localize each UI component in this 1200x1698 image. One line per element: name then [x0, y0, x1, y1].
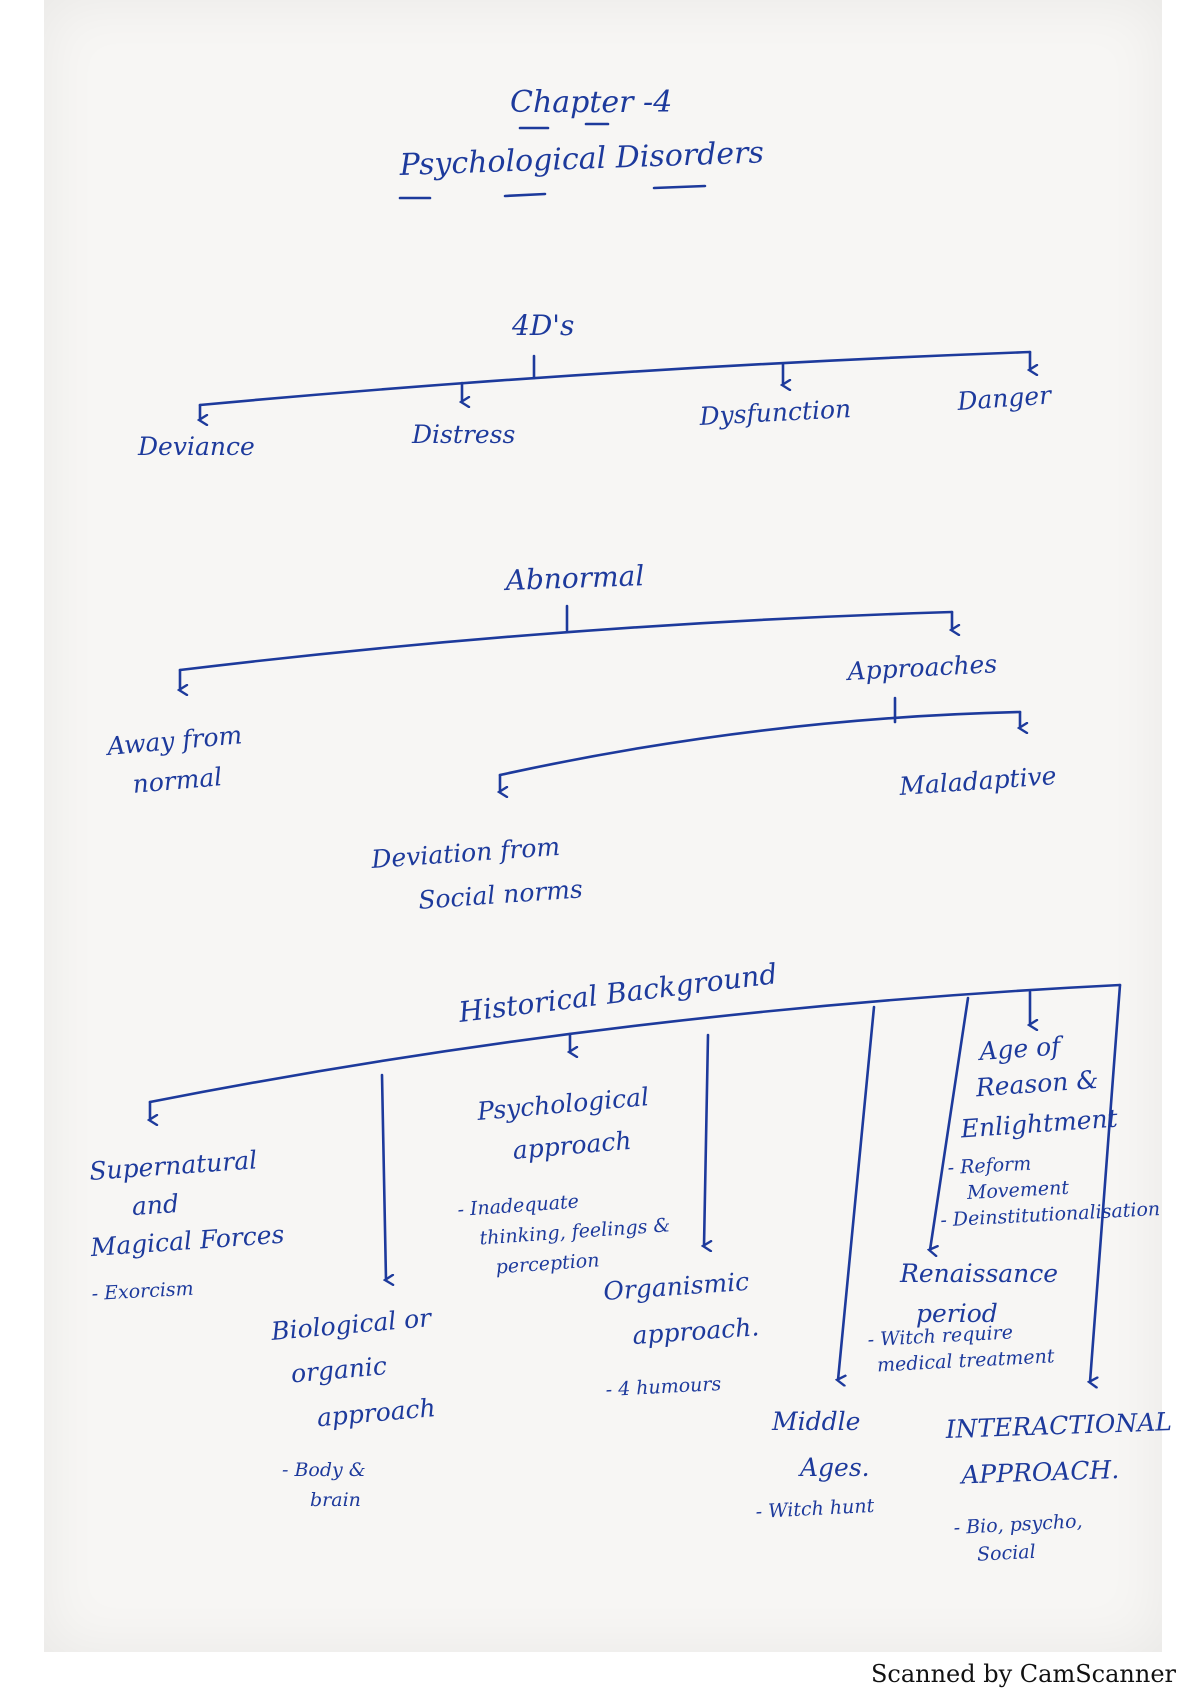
note-enlightenment: - Reform Movement - Deinstitutionalisati… — [937, 1146, 1160, 1231]
renaissance-arrow — [930, 996, 970, 1250]
title-underline — [398, 184, 707, 200]
node-danger: Danger — [955, 380, 1054, 416]
abnormal-connector — [178, 610, 954, 672]
node-renaissance: Renaissance period — [899, 1259, 1066, 1328]
node-interactional: INTERACTIONAL APPROACH. — [944, 1407, 1182, 1490]
note-biological: - Body & brain — [282, 1459, 372, 1511]
node-middle-ages: Middle Ages. — [771, 1407, 870, 1482]
four-ds-branch: 4D's Deviance Distress Dysfunction Dange… — [137, 309, 1054, 461]
biological-arrow — [380, 1073, 386, 1280]
node-supernatural: Supernatural and Magical Forces — [83, 1144, 285, 1262]
note-middle-ages: - Witch hunt — [755, 1495, 875, 1523]
note-interactional: - Bio, psycho, Social — [953, 1510, 1091, 1567]
history-branch: Historical Background Supernatural and M… — [83, 957, 1182, 1567]
node-biological: Biological or organic approach — [269, 1302, 448, 1435]
node-organismic: Organismic approach. — [602, 1266, 761, 1352]
node-enlightenment: Age of Reason & Enlightment — [953, 1028, 1119, 1144]
node-deviation-from-social-norms: Deviation from Social norms — [369, 830, 583, 917]
note-supernatural: - Exorcism — [91, 1278, 194, 1305]
node-distress: Distress — [411, 420, 515, 449]
page-header: Chapter -4 Psychological Disorders — [398, 85, 764, 200]
history-root: Historical Background — [456, 957, 779, 1029]
note-renaissance: - Witch require medical treatment — [867, 1319, 1055, 1377]
organismic-arrow — [704, 1033, 708, 1246]
four-ds-connector — [198, 350, 1032, 407]
chapter-underline — [518, 122, 610, 130]
abnormal-branch: Abnormal Away from normal Approaches Dev… — [104, 559, 1057, 917]
node-psychological: Psychological approach — [475, 1081, 662, 1168]
node-dysfunction: Dysfunction — [698, 394, 852, 431]
node-away-from-normal: Away from normal — [104, 720, 255, 801]
page-title: Psychological Disorders — [398, 135, 764, 183]
node-maladaptive: Maladaptive — [897, 761, 1057, 801]
abnormal-root: Abnormal — [502, 559, 645, 597]
note-organismic: - 4 humours — [605, 1373, 722, 1401]
scanner-watermark: Scanned by CamScanner — [870, 1660, 1176, 1688]
node-deviance: Deviance — [137, 432, 255, 461]
interactional-arrow — [1090, 983, 1122, 1382]
history-connector — [148, 983, 1122, 1104]
approaches-connector — [498, 710, 1022, 777]
middle-ages-arrow — [838, 1005, 876, 1380]
node-approaches: Approaches — [845, 649, 998, 686]
note-psychological: - Inadequate thinking, feelings & percep… — [457, 1184, 679, 1281]
four-ds-root: 4D's — [511, 309, 574, 342]
chapter-title: Chapter -4 — [510, 85, 672, 120]
scanned-paper — [44, 0, 1162, 1652]
